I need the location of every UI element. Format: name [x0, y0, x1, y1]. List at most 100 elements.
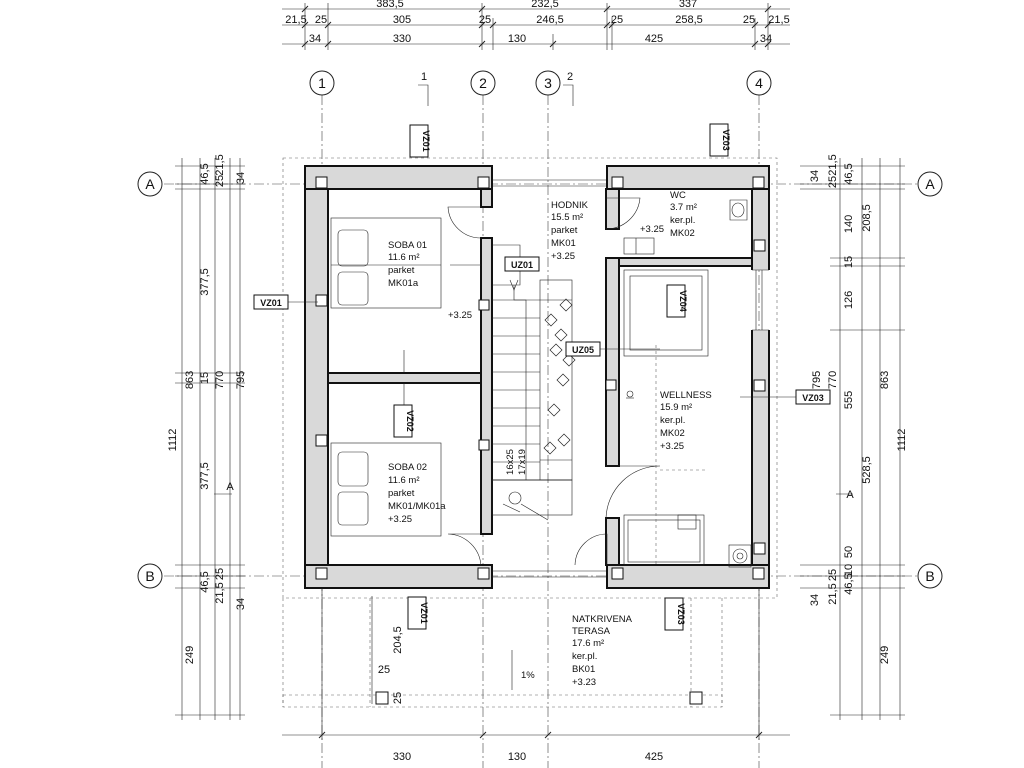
- left-dim-249: 249: [184, 646, 196, 664]
- right-dim-126: 126: [843, 291, 855, 309]
- right-dim-1112: 1112: [896, 429, 908, 452]
- top-dim-21-5-right: 21,5: [768, 14, 789, 26]
- left-dim-795: 795: [235, 371, 247, 389]
- top-dimension-lines: 383,5 232,5 337 21,5 25 305 25 246,5 25 …: [282, 0, 790, 50]
- hodnik-code: MK01: [551, 238, 576, 249]
- left-dim-863: 863: [184, 371, 196, 389]
- top-dim-383-5: 383,5: [376, 0, 404, 10]
- terasa-floor: ker.pl.: [572, 651, 597, 662]
- left-dim-34-top: 34: [235, 172, 247, 184]
- left-dim-21-5-top: 21,5: [214, 154, 226, 175]
- staircase: [491, 244, 573, 521]
- left-dim-1112: 1112: [167, 429, 179, 452]
- bottom-dimension-lines: 330 130 425: [282, 731, 790, 763]
- right-dim-795: 795: [811, 371, 823, 389]
- left-dim-770: 770: [214, 371, 226, 389]
- room-wellness: WELLNESS 15.9 m² ker.pl. MK02 +3.25: [660, 390, 712, 452]
- wellness-floor: ker.pl.: [660, 415, 685, 426]
- top-dim-25-a: 25: [315, 14, 327, 26]
- top-dim-305: 305: [393, 14, 411, 26]
- top-dim-34-right: 34: [760, 33, 772, 45]
- right-dim-15: 15: [843, 256, 855, 268]
- left-dim-46-5-top: 46,5: [199, 163, 211, 184]
- section-marks: 1 2 A A: [214, 71, 854, 501]
- top-dim-25-b: 25: [479, 14, 491, 26]
- top-dim-337: 337: [679, 0, 697, 10]
- tag-vz01-bottom: VZ01: [419, 602, 429, 624]
- wellness-area: 15.9 m²: [660, 402, 692, 413]
- left-dim-34-bottom: 34: [235, 598, 247, 610]
- left-dim-377-5-upper: 377,5: [199, 268, 211, 296]
- wc-area: 3.7 m²: [670, 202, 697, 213]
- left-dim-46-5-bottom: 46,5: [199, 571, 211, 592]
- bottom-dim-130: 130: [508, 751, 526, 763]
- right-dim-249: 249: [879, 646, 891, 664]
- room-hodnik: HODNIK 15.5 m² parket MK01 +3.25: [551, 200, 589, 262]
- soba01-floor: parket: [388, 265, 415, 276]
- soba01-name: SOBA 01: [388, 240, 427, 251]
- right-dim-25-bottom: 25: [827, 569, 839, 581]
- left-dim-25-post-v: 25: [392, 692, 404, 704]
- right-dim-208-5: 208,5: [861, 204, 873, 232]
- tag-vz01-left: VZ01: [260, 298, 282, 308]
- soba02-code: MK01/MK01a: [388, 501, 446, 512]
- bottom-dim-330: 330: [393, 751, 411, 763]
- top-dim-25-c: 25: [611, 14, 623, 26]
- left-dimension-lines: 1112 377,5 377,5 863 249 46,5 21,5 25 15…: [167, 154, 404, 720]
- right-dim-46-5-top: 46,5: [843, 163, 855, 184]
- right-dim-34-bottom: 34: [809, 594, 821, 606]
- axis-label-b-left: B: [145, 568, 154, 584]
- top-dim-246-5: 246,5: [536, 14, 564, 26]
- right-dim-25-top: 25: [827, 176, 839, 188]
- terasa-code: BK01: [572, 664, 595, 675]
- wc-floor: ker.pl.: [670, 215, 695, 226]
- top-dim-34-left: 34: [309, 33, 321, 45]
- right-dim-140: 140: [843, 215, 855, 233]
- exterior-walls: [304, 165, 770, 589]
- terasa-level: +3.23: [572, 677, 596, 688]
- wc-code: MK02: [670, 228, 695, 239]
- wellness-name: WELLNESS: [660, 390, 712, 401]
- axis-label-a-left: A: [145, 176, 155, 192]
- stair-plants: [543, 298, 576, 455]
- soba02-name: SOBA 02: [388, 462, 427, 473]
- tag-vz01-top: VZ01: [421, 130, 431, 152]
- tag-uz01: UZ01: [511, 260, 533, 270]
- terasa-area: 17.6 m²: [572, 638, 604, 649]
- furniture: [330, 199, 752, 568]
- bottom-dim-425: 425: [645, 751, 663, 763]
- section-mark-1: 1: [421, 71, 427, 83]
- room-soba-01: SOBA 01 11.6 m² parket MK01a +3.25: [388, 240, 472, 321]
- right-dim-50: 50: [843, 546, 855, 558]
- wall-tags: VZ01 VZ01 VZ01 VZ02 VZ03 VZ03 VZ03 VZ04 …: [253, 123, 831, 631]
- top-dim-232-5: 232,5: [531, 0, 559, 10]
- axis-label-2: 2: [479, 75, 487, 91]
- terasa-name-2: TERASA: [572, 626, 611, 637]
- right-dim-555: 555: [843, 391, 855, 409]
- wellness-code: MK02: [660, 428, 685, 439]
- right-dim-46-5-bottom: 46,5: [843, 573, 855, 594]
- wc-level: +3.25: [640, 224, 664, 235]
- terasa-name-1: NATKRIVENA: [572, 614, 633, 625]
- left-dim-25-post-h: 25: [378, 664, 390, 676]
- left-dim-377-5-lower: 377,5: [199, 462, 211, 490]
- tag-vz04: VZ04: [678, 290, 688, 312]
- right-dim-21-5-bottom: 21,5: [827, 583, 839, 604]
- stair-size-2: 17x19: [517, 449, 528, 475]
- hodnik-level: +3.25: [551, 251, 575, 262]
- right-dim-863: 863: [879, 371, 891, 389]
- axis-label-b-right: B: [925, 568, 934, 584]
- left-dim-25-bottom: 25: [214, 568, 226, 580]
- tag-vz03-bottom: VZ03: [676, 603, 686, 625]
- right-dimension-lines: 1112 863 249 208,5 528,5 795 140 15 126 …: [800, 154, 908, 720]
- axis-label-1: 1: [318, 75, 326, 91]
- tag-vz03-top: VZ03: [721, 129, 731, 151]
- soba01-area: 11.6 m²: [388, 252, 420, 263]
- hidden-lines: [282, 157, 778, 740]
- left-dim-15: 15: [199, 372, 211, 384]
- top-dim-25-d: 25: [743, 14, 755, 26]
- interior-walls: [327, 188, 753, 566]
- doors: [447, 179, 661, 578]
- tag-uz05: UZ05: [572, 345, 594, 355]
